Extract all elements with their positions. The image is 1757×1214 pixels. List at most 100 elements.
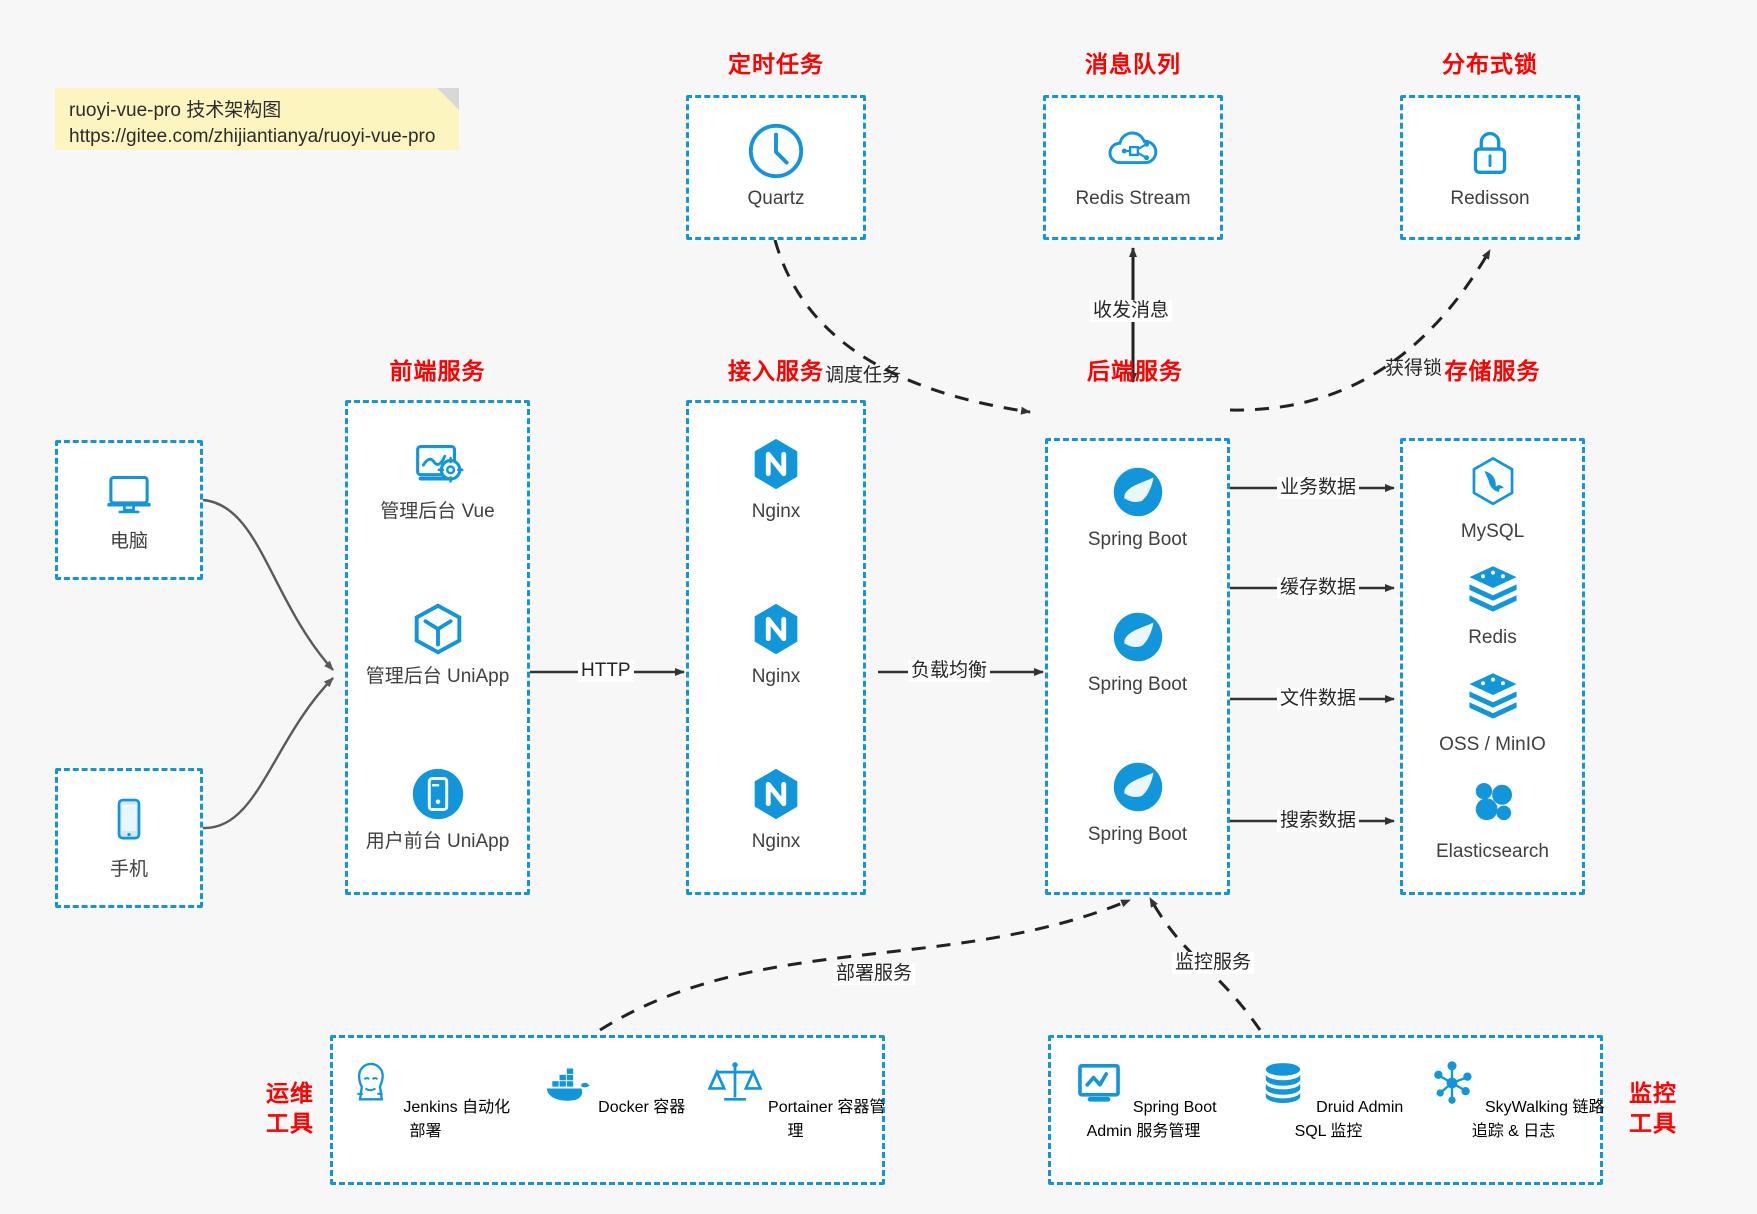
node-user-uniapp[interactable]: 用户前台 UniApp bbox=[348, 763, 527, 854]
node-label: Spring Boot bbox=[1087, 529, 1188, 550]
node-label: Spring Boot bbox=[1087, 674, 1188, 695]
group-box-distributed-lock: Redisson bbox=[1400, 95, 1580, 240]
group-box-storage: MySQL Redis OSS bbox=[1400, 438, 1585, 895]
group-label-monitoring-line2: 工具 bbox=[1629, 1110, 1677, 1136]
node-desc: SQL 监控 bbox=[1294, 1123, 1363, 1140]
edge-label-http: HTTP bbox=[578, 660, 634, 682]
node-skywalking[interactable]: SkyWalking 链路追踪 & 日志 bbox=[1421, 1054, 1606, 1141]
group-label-gateway: 接入服务 bbox=[728, 358, 824, 384]
app-circle-icon bbox=[348, 763, 527, 825]
node-portainer[interactable]: Portainer 容器管理 bbox=[703, 1054, 888, 1141]
group-box-backend: Spring Boot Spring Boot Spring Boot bbox=[1045, 438, 1230, 895]
group-label-devops: 运维 工具 bbox=[255, 1078, 325, 1138]
skywalking-icon bbox=[1423, 1061, 1485, 1116]
node-label: Nginx bbox=[751, 831, 801, 852]
mysql-icon bbox=[1403, 453, 1582, 515]
group-label-monitoring: 监控 工具 bbox=[1618, 1078, 1688, 1138]
node-nginx-1[interactable]: Nginx bbox=[689, 433, 863, 524]
group-label-storage: 存储服务 bbox=[1444, 358, 1541, 384]
node-admin-vue[interactable]: 管理后台 Vue bbox=[348, 433, 527, 524]
node-label: Druid Admin bbox=[1316, 1099, 1404, 1116]
node-label: Portainer bbox=[768, 1099, 833, 1116]
node-label: 管理后台 UniApp bbox=[365, 666, 510, 687]
node-label: Spring Boot Admin bbox=[1086, 1099, 1217, 1140]
node-mobile[interactable]: 手机 bbox=[58, 791, 200, 882]
node-docker[interactable]: Docker 容器 bbox=[518, 1054, 703, 1117]
node-spring-boot-2[interactable]: Spring Boot bbox=[1048, 606, 1227, 697]
group-label-message-queue: 消息队列 bbox=[1085, 51, 1181, 77]
node-spring-boot-3[interactable]: Spring Boot bbox=[1048, 756, 1227, 847]
group-box-monitoring: Spring Boot Admin 服务管理 Druid Admin SQL 监… bbox=[1048, 1035, 1606, 1185]
note-fold-corner bbox=[437, 88, 459, 110]
edge-label-schedule-task: 调度任务 bbox=[825, 365, 902, 386]
node-mysql[interactable]: MySQL bbox=[1403, 453, 1582, 544]
monitor-chart-icon bbox=[1070, 1063, 1132, 1116]
node-desktop[interactable]: 电脑 bbox=[58, 463, 200, 554]
group-label-devops-line1: 运维 bbox=[266, 1080, 314, 1106]
node-elasticsearch[interactable]: Elasticsearch bbox=[1403, 773, 1582, 864]
node-jenkins[interactable]: Jenkins 自动化部署 bbox=[333, 1054, 518, 1141]
desktop-icon bbox=[58, 463, 200, 525]
group-box-client-mobile: 手机 bbox=[55, 768, 203, 908]
group-label-devops-line2: 工具 bbox=[266, 1110, 314, 1136]
node-label: Jenkins bbox=[403, 1099, 458, 1116]
spring-boot-icon bbox=[1048, 606, 1227, 668]
group-label-backend: 后端服务 bbox=[1087, 358, 1183, 384]
edge-label-cache-data: 缓存数据 bbox=[1277, 577, 1360, 599]
node-label: Docker bbox=[598, 1099, 649, 1116]
database-icon bbox=[1254, 1063, 1316, 1116]
spring-boot-icon bbox=[1048, 756, 1227, 818]
node-spring-boot-admin[interactable]: Spring Boot Admin 服务管理 bbox=[1051, 1054, 1236, 1141]
node-redis-stream[interactable]: Redis Stream bbox=[1046, 120, 1220, 211]
node-oss-minio[interactable]: OSS / MinIO bbox=[1403, 666, 1582, 757]
nginx-icon bbox=[689, 598, 863, 660]
node-redis[interactable]: Redis bbox=[1403, 559, 1582, 650]
node-label: OSS / MinIO bbox=[1439, 734, 1546, 755]
note-title: ruoyi-vue-pro 技术架构图 bbox=[69, 100, 282, 121]
node-nginx-2[interactable]: Nginx bbox=[689, 598, 863, 689]
redis-icon bbox=[1403, 666, 1582, 728]
node-label: 用户前台 UniApp bbox=[365, 831, 510, 852]
elasticsearch-icon bbox=[1403, 773, 1582, 835]
group-label-monitoring-line1: 监控 bbox=[1629, 1080, 1677, 1106]
redis-icon bbox=[1403, 559, 1582, 621]
group-label-scheduled-task: 定时任务 bbox=[728, 51, 824, 77]
node-label: Elasticsearch bbox=[1436, 841, 1549, 862]
cloud-network-icon bbox=[1046, 120, 1220, 182]
node-quartz[interactable]: Quartz bbox=[689, 120, 863, 211]
jenkins-icon bbox=[341, 1062, 403, 1116]
edge-label-file-data: 文件数据 bbox=[1277, 688, 1360, 710]
mobile-icon bbox=[58, 791, 200, 853]
edge-label-send-receive-message: 收发消息 bbox=[1090, 300, 1173, 322]
node-nginx-3[interactable]: Nginx bbox=[689, 763, 863, 854]
edge-label-business-data: 业务数据 bbox=[1277, 477, 1360, 499]
node-label: MySQL bbox=[1460, 521, 1525, 542]
node-label: Quartz bbox=[747, 188, 805, 209]
group-box-message-queue: Redis Stream bbox=[1043, 95, 1223, 240]
scales-icon bbox=[706, 1062, 768, 1116]
node-label: Redis Stream bbox=[1075, 188, 1191, 209]
lock-icon bbox=[1403, 120, 1577, 182]
node-redisson[interactable]: Redisson bbox=[1403, 120, 1577, 211]
edge-label-deploy-service: 部署服务 bbox=[833, 963, 916, 985]
node-label: Nginx bbox=[751, 501, 801, 522]
node-label: Redisson bbox=[1450, 188, 1530, 209]
docker-icon bbox=[536, 1068, 598, 1116]
node-desc: 自动化部署 bbox=[409, 1099, 511, 1140]
spring-boot-icon bbox=[1048, 461, 1227, 523]
dashboard-gear-icon bbox=[348, 433, 527, 495]
node-admin-uniapp[interactable]: 管理后台 UniApp bbox=[348, 598, 527, 689]
group-label-distributed-lock: 分布式锁 bbox=[1442, 51, 1538, 77]
cube-icon bbox=[348, 598, 527, 660]
node-druid-admin[interactable]: Druid Admin SQL 监控 bbox=[1236, 1054, 1421, 1141]
edge-label-monitor-service: 监控服务 bbox=[1172, 952, 1255, 974]
node-label: SkyWalking bbox=[1485, 1099, 1568, 1116]
edge-label-acquire-lock: 获得锁 bbox=[1385, 358, 1443, 379]
clock-icon bbox=[689, 120, 863, 182]
node-desc: 容器管理 bbox=[787, 1099, 886, 1140]
node-spring-boot-1[interactable]: Spring Boot bbox=[1048, 461, 1227, 552]
node-desc: 容器 bbox=[653, 1099, 686, 1116]
nginx-icon bbox=[689, 433, 863, 495]
edge-label-search-data: 搜索数据 bbox=[1277, 810, 1360, 832]
nginx-icon bbox=[689, 763, 863, 825]
